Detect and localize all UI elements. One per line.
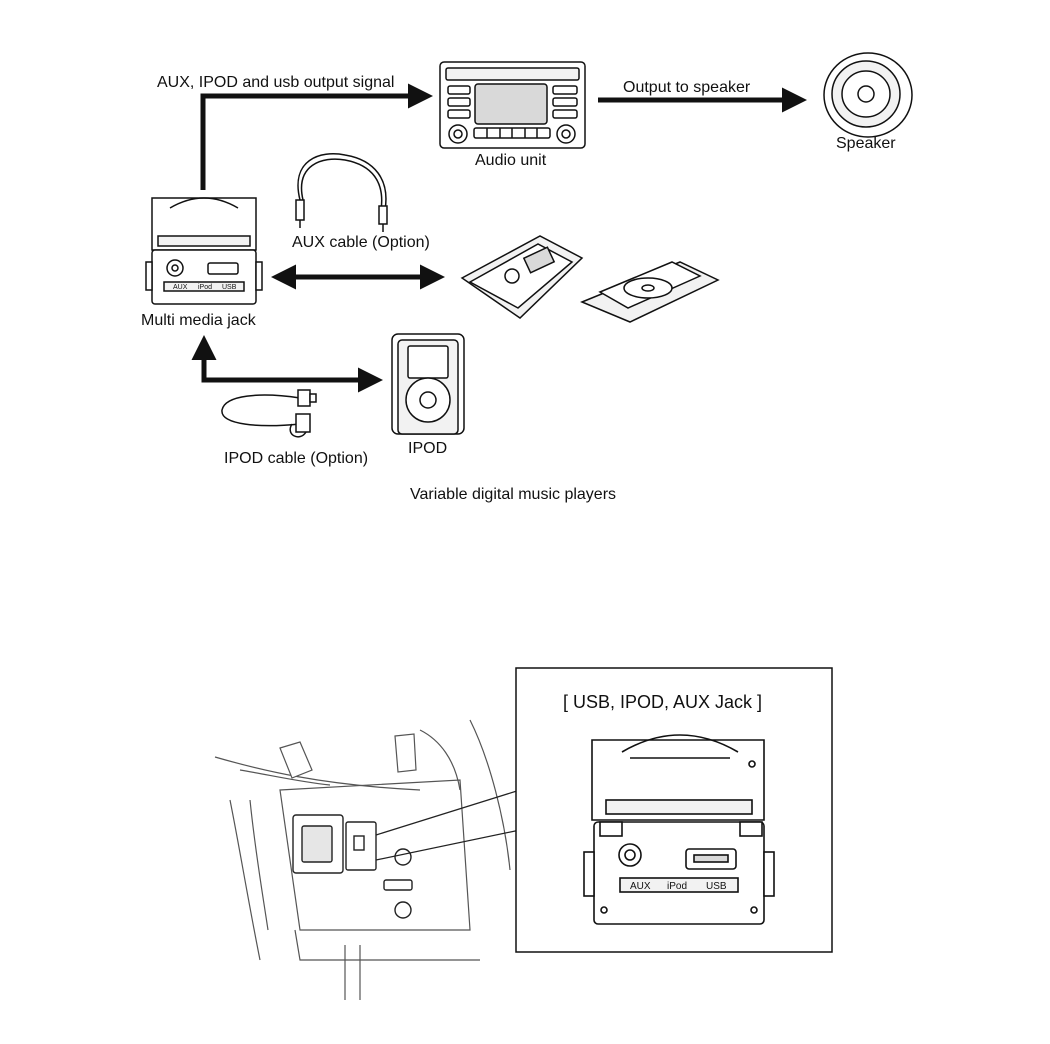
label-variable-players: Variable digital music players: [410, 486, 617, 503]
label-aux-cable: AUX cable (Option): [292, 234, 430, 251]
multi-media-jack-port-labels: AUX iPod USB: [173, 284, 237, 291]
arrow-jack-to-ipod: [191, 335, 383, 393]
audio-unit-illustration: [439, 61, 586, 149]
callout-lines: [375, 789, 521, 861]
arrow-jack-to-audio-unit: [200, 83, 433, 190]
speaker-illustration: [823, 52, 913, 138]
jack-port-label: AUX: [173, 284, 188, 291]
cd-player-illustration: [580, 261, 720, 323]
label-speaker: Speaker: [836, 135, 896, 152]
inset-jack-illustration: [583, 734, 775, 925]
vehicle-console-illustration: [214, 719, 511, 1000]
jack-port-label: iPod: [198, 284, 212, 291]
ipod-illustration: [391, 333, 465, 435]
aux-cable-illustration: [295, 153, 388, 232]
inset-title: [ USB, IPOD, AUX Jack ]: [563, 692, 763, 712]
inset-port-label-ipod: iPod: [667, 881, 687, 892]
inset-port-label-aux: AUX: [630, 881, 651, 892]
ipod-cable-illustration: [221, 389, 317, 438]
inset-port-label-usb: USB: [706, 881, 727, 892]
music-player-illustration: [460, 235, 584, 319]
label-audio-unit: Audio unit: [475, 152, 547, 169]
signal-arrows: [191, 83, 807, 393]
inset-port-labels: AUX iPod USB: [630, 881, 727, 892]
multi-media-jack-illustration: [145, 197, 263, 305]
label-ipod: IPOD: [408, 440, 448, 457]
label-ipod-cable: IPOD cable (Option): [224, 450, 369, 467]
jack-port-label: USB: [222, 284, 237, 291]
console-jack-assembly: [292, 814, 413, 919]
label-multi-media-jack: Multi media jack: [141, 312, 256, 329]
label-aux-ipod-usb-output: AUX, IPOD and usb output signal: [157, 74, 395, 91]
label-output-to-speaker: Output to speaker: [623, 79, 751, 96]
